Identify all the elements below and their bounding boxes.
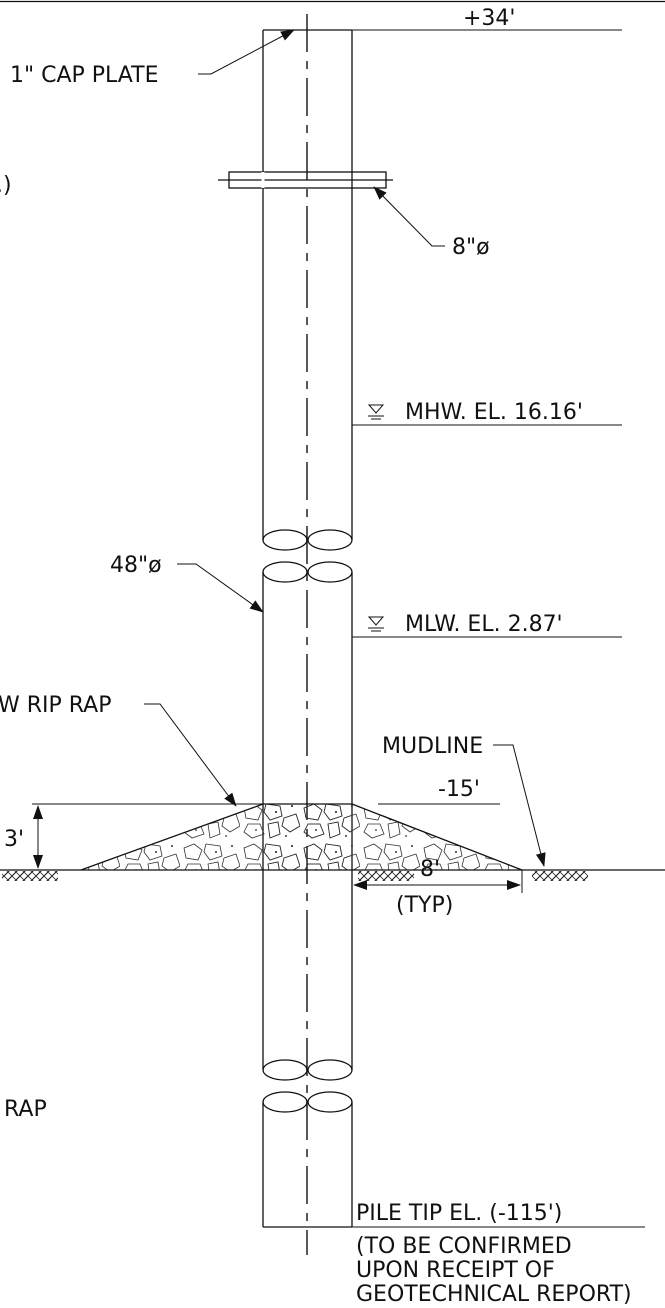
soil-hatch-icon — [2, 871, 588, 881]
pile-tip-note-line-2: UPON RECEIPT OF — [356, 1258, 555, 1283]
pile-tip-note-line-1: (TO BE CONFIRMED — [356, 1234, 572, 1259]
rip-rap-leader — [144, 703, 237, 807]
water-level-triangle-icon — [367, 616, 385, 632]
mudline-label: MUDLINE — [382, 734, 483, 759]
cap-plate-label: 1" CAP PLATE — [10, 63, 159, 88]
height-dimension — [32, 803, 263, 869]
elevation-lines — [352, 29, 645, 1228]
pile-lower-segment — [262, 1091, 353, 1228]
pile-diameter-leader — [177, 563, 264, 613]
mhw-elevation-label: MHW. EL. 16.16' — [405, 400, 583, 425]
flange-diameter-label: 8"ø — [452, 235, 490, 260]
rip-rap-label: W RIP RAP — [0, 693, 112, 718]
mudline-elevation-label: -15' — [438, 777, 480, 802]
top-elevation-label: +34' — [463, 6, 515, 31]
mlw-elevation-label: MLW. EL. 2.87' — [405, 612, 563, 637]
water-level-triangle-icon — [367, 404, 385, 420]
pile-tip-label: PILE TIP EL. (-115') — [356, 1201, 562, 1226]
riprap-width-label: 8' — [420, 857, 440, 882]
flange-plate — [218, 171, 393, 189]
mudline-leader — [493, 744, 546, 867]
riprap-width-note: (TYP) — [396, 893, 453, 918]
pile-tip-note-line-3: GEOTECHNICAL REPORT) — [356, 1282, 632, 1307]
riprap-height-label: 3' — [4, 827, 24, 852]
partial-note-label: .) — [0, 173, 12, 198]
pile-diameter-label: 48"ø — [110, 553, 162, 578]
flange-leader — [373, 186, 445, 247]
lower-rap-label: RAP — [4, 1097, 47, 1122]
rip-rap-mound — [80, 803, 523, 871]
cap-plate-leader — [198, 29, 295, 75]
width-dimension — [353, 870, 523, 893]
